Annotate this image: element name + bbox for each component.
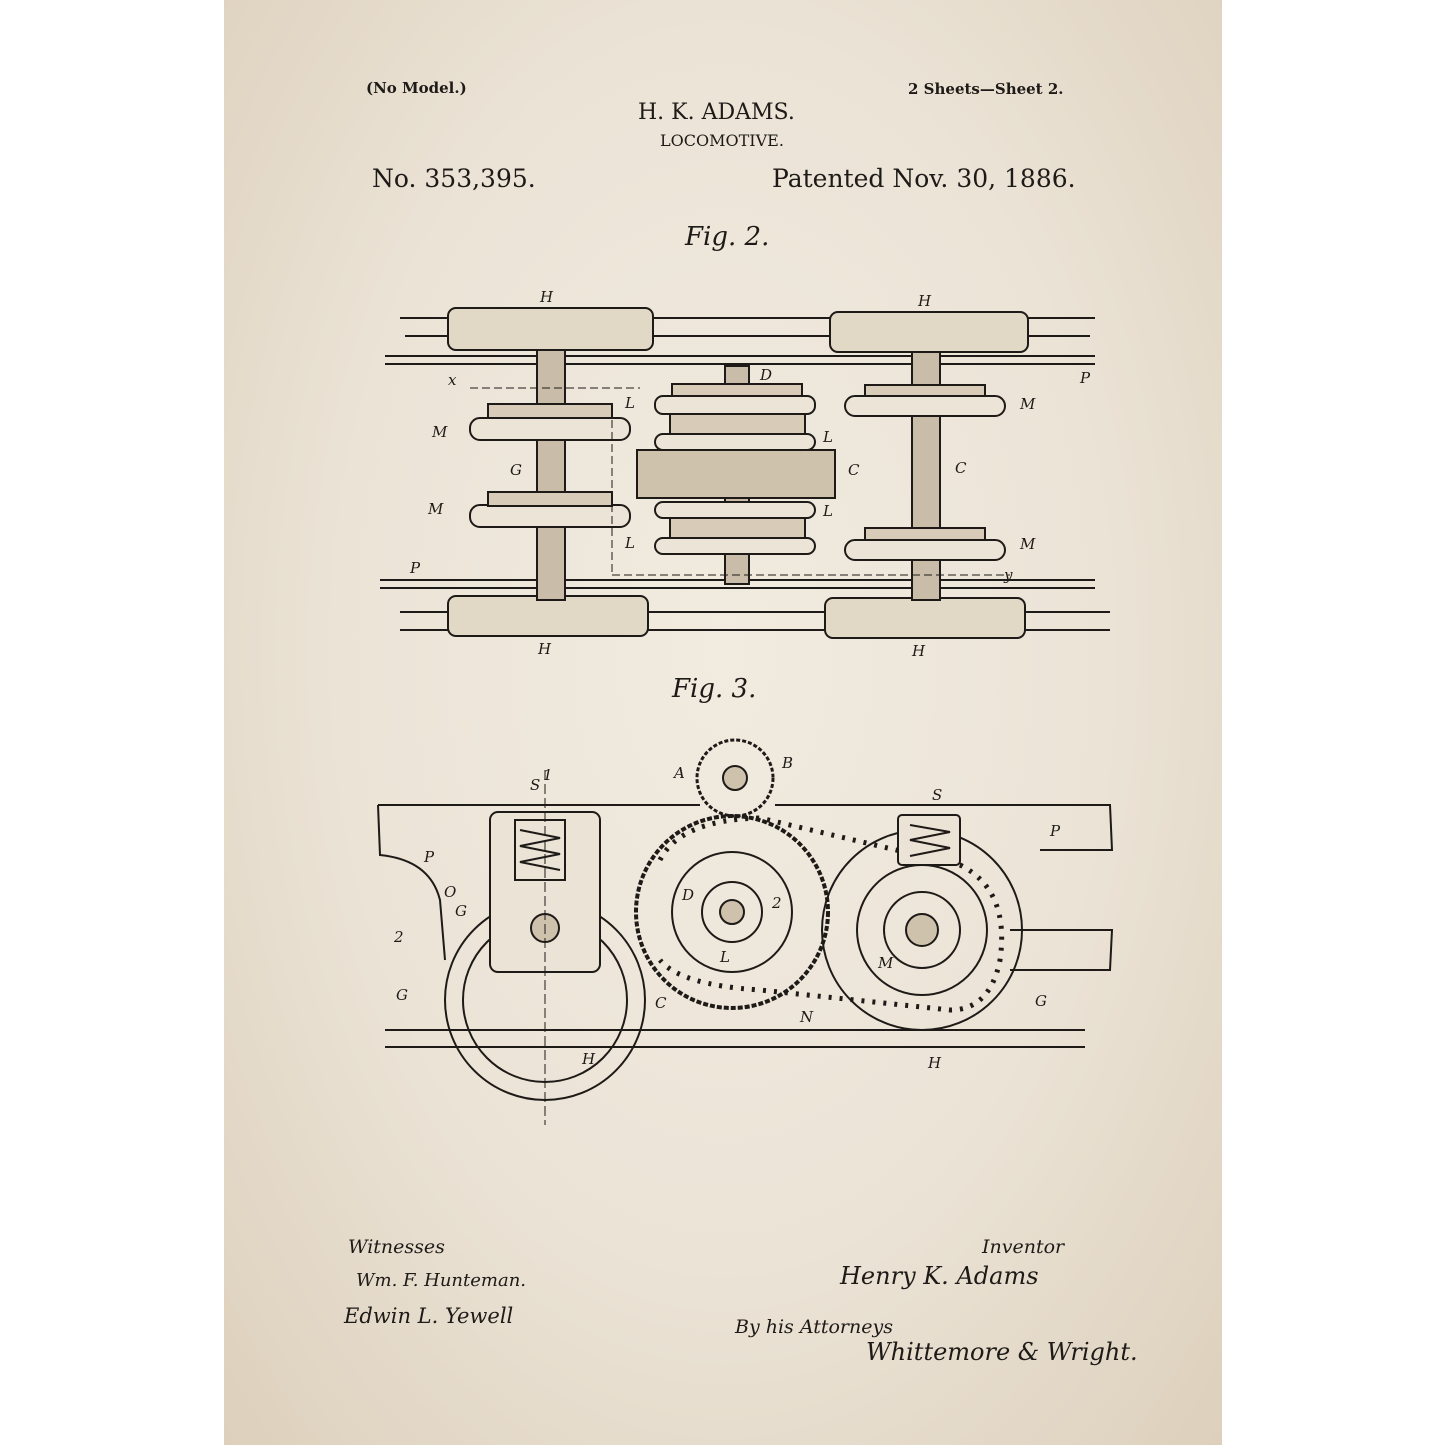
label-l: L <box>822 428 833 446</box>
label-h: H <box>539 288 554 306</box>
label-m: M <box>431 423 448 441</box>
label-h: H <box>537 640 552 658</box>
sheet-number: 2 Sheets—Sheet 2. <box>908 80 1064 98</box>
label-h: H <box>927 1054 942 1072</box>
patent-number: No. 353,395. <box>372 164 536 193</box>
label-m: M <box>427 500 444 518</box>
label-l: L <box>719 948 730 966</box>
label-1: 1 <box>543 766 553 784</box>
label-x: x <box>448 371 457 389</box>
label-p: P <box>409 559 421 577</box>
label-h: H <box>917 292 932 310</box>
label-c: C <box>955 459 967 477</box>
label-l: L <box>624 534 635 552</box>
label-s: S <box>932 786 942 804</box>
label-g: G <box>510 461 522 479</box>
figure-3: Fig. 3. A B S 1 S P P O G <box>377 674 1114 1125</box>
label-m: M <box>1019 535 1036 553</box>
label-p: P <box>1049 822 1061 840</box>
witness-signature-1: Wm. F. Hunteman. <box>356 1270 527 1291</box>
label-d: D <box>681 886 694 904</box>
inventor-signature: Henry K. Adams <box>840 1262 1039 1290</box>
inventor-label: Inventor <box>982 1236 1065 1258</box>
label-h: H <box>581 1050 596 1068</box>
label-2: 2 <box>393 928 404 946</box>
label-d: D <box>759 366 772 384</box>
label-m: M <box>877 954 894 972</box>
label-l: L <box>624 394 635 412</box>
attorney-signature: Whittemore & Wright. <box>866 1338 1138 1366</box>
label-o: O <box>444 883 456 901</box>
attorney-label: By his Attorneys <box>735 1316 893 1338</box>
label-p: P <box>1079 369 1091 387</box>
label-y: y <box>1003 566 1013 584</box>
label-c: C <box>655 994 667 1012</box>
witnesses-label: Witnesses <box>348 1236 445 1258</box>
patent-sheet <box>224 0 1222 1445</box>
label-s: S <box>530 776 540 794</box>
label-b: B <box>781 754 793 772</box>
label-g: G <box>1035 992 1047 1010</box>
fig3-caption: Fig. 3. <box>671 674 756 704</box>
model-note: (No Model.) <box>366 79 467 97</box>
label-c: C <box>848 461 860 479</box>
label-p: P <box>423 848 435 866</box>
label-l: L <box>822 502 833 520</box>
inventor-name: H. K. ADAMS. <box>638 100 795 125</box>
patent-date: Patented Nov. 30, 1886. <box>772 164 1076 193</box>
label-a: A <box>672 764 685 782</box>
label-n: N <box>799 1008 814 1026</box>
witness-signature-2: Edwin L. Yewell <box>344 1304 514 1328</box>
label-g: G <box>455 902 467 920</box>
label-m: M <box>1019 395 1036 413</box>
fig2-caption: Fig. 2. <box>684 222 769 252</box>
figure-2: Fig. 2. H H H <box>380 222 1110 660</box>
label-2: 2 <box>771 894 782 912</box>
label-h: H <box>911 642 926 660</box>
label-g: G <box>396 986 408 1004</box>
patent-title: LOCOMOTIVE. <box>660 131 784 150</box>
